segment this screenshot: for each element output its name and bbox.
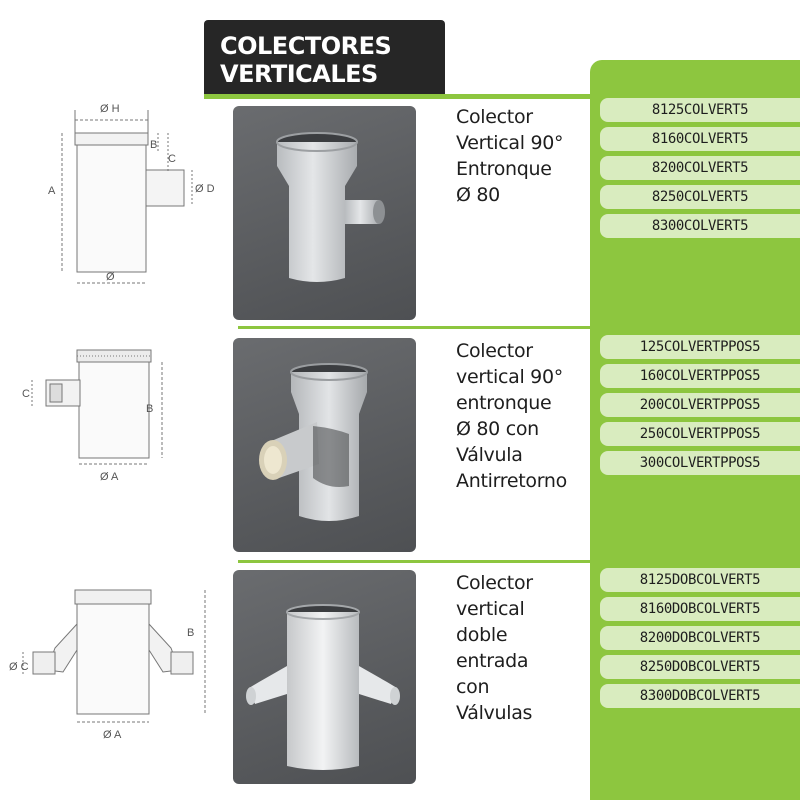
product-photo-2 [233,338,416,552]
product-name-line: entronque [456,392,552,414]
product-code: 8200DOBCOLVERT5 [600,626,800,650]
product-code: 8160DOBCOLVERT5 [600,597,800,621]
product-name-line: Colector [456,340,533,362]
product-name-line: Entronque [456,158,552,180]
product-name-line: Colector [456,106,533,128]
product-code: 200COLVERTPPOS5 [600,393,800,417]
product-name-1: Colector Vertical 90° Entronque Ø 80 [456,104,596,208]
dim-label-diameter: Ø [106,271,115,283]
dim-label-c: Ø C [9,661,29,673]
product-name-line: vertical 90° [456,366,563,388]
section-divider [238,560,590,563]
product-name-line: con [456,676,490,698]
product-code: 8300DOBCOLVERT5 [600,684,800,708]
product-name-2: Colector vertical 90° entronque Ø 80 con… [456,338,596,494]
product-code: 8160COLVERT5 [600,127,800,151]
product-name-3: Colector vertical doble entrada con Válv… [456,570,596,726]
section-title: COLECTORES VERTICALES [204,20,445,94]
product-codes-1: 8125COLVERT5 8160COLVERT5 8200COLVERT5 8… [600,98,800,243]
dim-label-h: Ø H [100,103,120,115]
product-code: 8250COLVERT5 [600,185,800,209]
dim-label-c: C [168,153,176,165]
product-code: 160COLVERTPPOS5 [600,364,800,388]
product-name-line: Antirretorno [456,470,567,492]
dim-label-b: B [146,403,153,415]
product-code: 8125COLVERT5 [600,98,800,122]
product-photo-3 [233,570,416,784]
product-code: 300COLVERTPPOS5 [600,451,800,475]
product-name-line: entrada [456,650,529,672]
product-codes-3: 8125DOBCOLVERT5 8160DOBCOLVERT5 8200DOBC… [600,568,800,713]
product-name-line: doble [456,624,508,646]
product-code: 8125DOBCOLVERT5 [600,568,800,592]
product-code: 125COLVERTPPOS5 [600,335,800,359]
section-divider [238,326,590,329]
dim-label-d: Ø D [195,183,215,195]
title-line-1: COLECTORES [220,32,392,60]
dim-label-b: B [150,139,157,151]
product-name-line: Vertical 90° [456,132,564,154]
product-code: 8250DOBCOLVERT5 [600,655,800,679]
technical-drawing-3: Ø C B Ø A [9,589,206,741]
product-code: 8300COLVERT5 [600,214,800,238]
product-name-line: Válvula [456,444,523,466]
product-name-line: vertical [456,598,525,620]
technical-drawing-1: Ø H A B C Ø D Ø [48,103,215,284]
product-name-line: Ø 80 con [456,418,539,440]
product-code: 250COLVERTPPOS5 [600,422,800,446]
dim-label-a: A [48,185,56,197]
product-name-line: Ø 80 [456,184,500,206]
technical-drawing-2: C B Ø A [22,349,163,483]
dim-label-c: C [22,388,30,400]
dim-label-a: Ø A [103,729,122,741]
product-name-line: Válvulas [456,702,533,724]
title-line-2: VERTICALES [220,60,378,88]
product-codes-2: 125COLVERTPPOS5 160COLVERTPPOS5 200COLVE… [600,335,800,480]
product-name-line: Colector [456,572,533,594]
dim-label-b: B [187,627,194,639]
product-code: 8200COLVERT5 [600,156,800,180]
title-underline [204,94,590,99]
product-photo-1 [233,106,416,320]
dim-label-a: Ø A [100,471,119,483]
